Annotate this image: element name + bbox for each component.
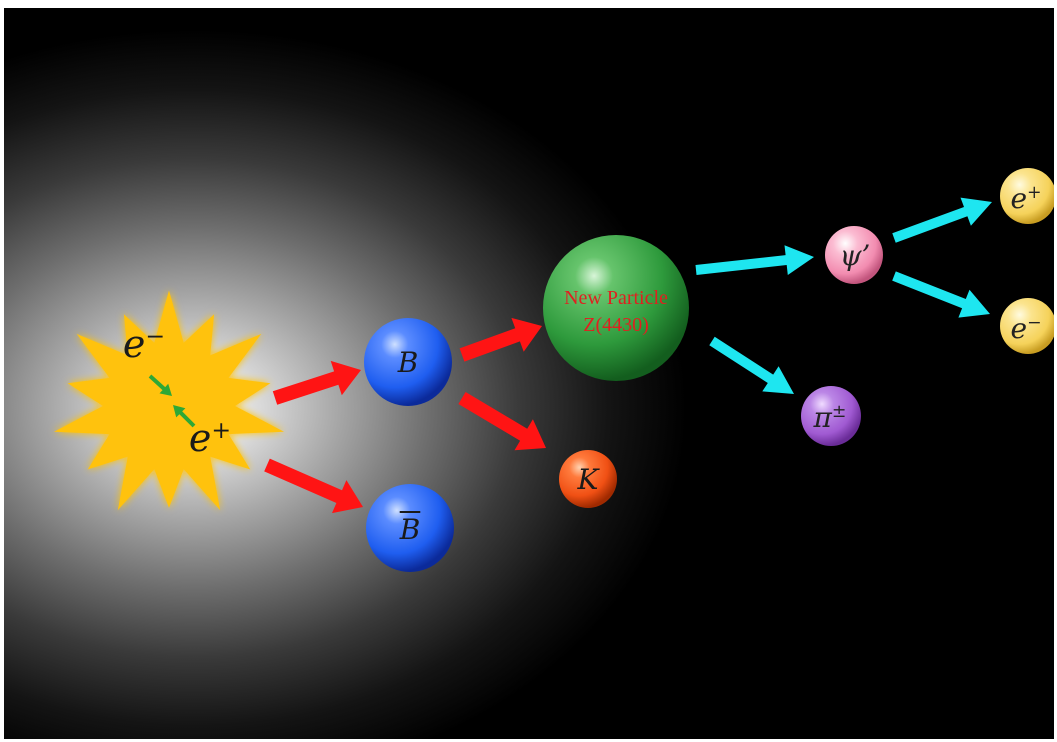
electron-out-label: e− (1010, 312, 1042, 345)
arrow-b-to-k (458, 392, 546, 451)
k-meson-ball (559, 450, 617, 508)
arrow-b-to-z (459, 317, 542, 362)
b-bar-meson-label: B (399, 513, 421, 546)
electron-label: e− (122, 322, 166, 366)
diagram-graphics (54, 168, 1054, 572)
electron-collision-arrow (148, 374, 172, 396)
positron-out-ball (1000, 168, 1054, 224)
arrow-to-b-bar (264, 458, 363, 514)
arrow-psi-to-electron (892, 271, 990, 318)
collision-burst (54, 290, 284, 511)
b-bar-meson-ball (366, 484, 454, 572)
b-meson-ball (364, 318, 452, 406)
arrow-z-to-pion (709, 336, 794, 394)
arrow-layer (148, 197, 992, 514)
z-particle-ball (543, 235, 689, 381)
diagram-canvas: e− e+ B B K New Particle Z(4430) ψ’ π± e… (4, 8, 1054, 739)
z-particle-label: New Particle Z(4430) (564, 285, 668, 339)
pion-ball (801, 386, 861, 446)
positron-collision-arrow (173, 405, 196, 428)
arrow-z-to-psi (695, 245, 814, 275)
z-particle-mass: Z(4430) (583, 314, 649, 336)
psi-ball (825, 226, 883, 284)
arrow-to-b (272, 360, 361, 405)
b-meson-label: B (397, 346, 419, 379)
psi-label: ψ’ (839, 239, 871, 272)
electron-out-ball (1000, 298, 1054, 354)
k-meson-label: K (577, 463, 599, 496)
positron-out-label: e+ (1010, 182, 1042, 215)
pion-label: π± (813, 401, 847, 434)
positron-label: e+ (188, 416, 232, 460)
arrow-psi-to-positron (892, 197, 992, 243)
z-particle-name: New Particle (564, 287, 668, 309)
